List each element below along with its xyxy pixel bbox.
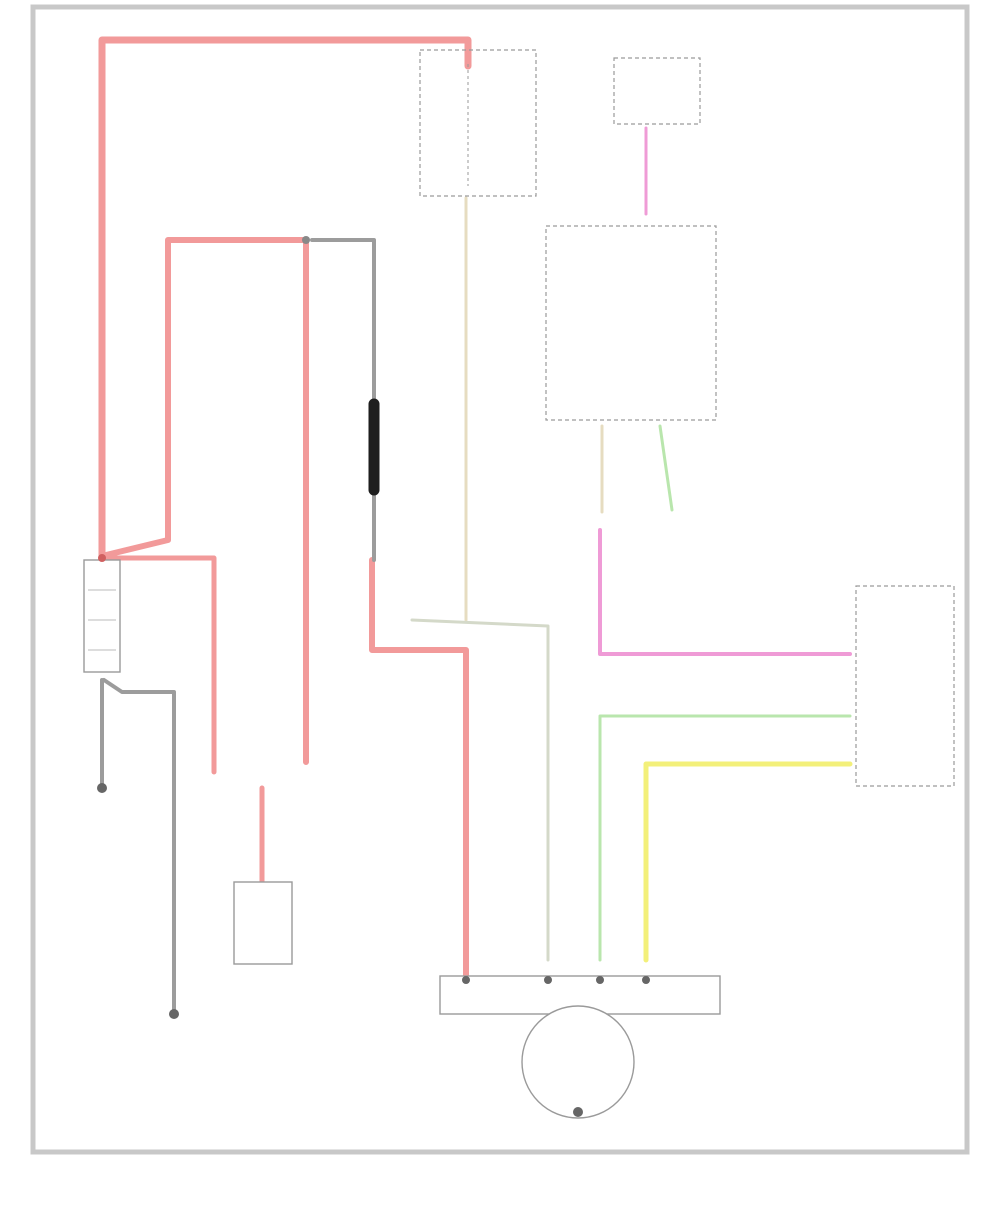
wire-group — [98, 36, 853, 1016]
terminal-point — [462, 976, 470, 984]
instrument-cluster-box — [545, 225, 717, 421]
fuse-block-box — [419, 49, 537, 197]
ground-left-point — [97, 783, 107, 793]
splice-point — [98, 554, 106, 562]
wire-yellow-lamp — [643, 761, 853, 963]
wire-red-relay-feed — [99, 237, 309, 765]
wire-red-battery-to-relay — [101, 555, 217, 775]
wire-red-generator-output — [369, 557, 469, 981]
terminal-point — [642, 976, 650, 984]
terminal-point — [596, 976, 604, 984]
splice-point — [302, 236, 310, 244]
wire-grey-fusible-feed — [310, 238, 376, 562]
generator-ground-point — [573, 1107, 583, 1117]
wire-grey-ground-bottom — [102, 678, 176, 1016]
terminal-point — [544, 976, 552, 984]
battery-block — [83, 559, 121, 673]
component-group — [83, 49, 955, 1119]
pcm-connector-box — [855, 585, 955, 787]
ground-bottom-point — [169, 1009, 179, 1019]
diagram-frame — [30, 4, 970, 1155]
wire-pink-pcm — [598, 528, 852, 656]
capacitor-box — [233, 881, 293, 965]
cluster-connector-box — [613, 57, 701, 125]
generator-symbol — [521, 1005, 635, 1119]
wire-red-battery-feed — [98, 36, 472, 562]
wire-green-field — [598, 714, 852, 962]
wire-green-cluster — [658, 424, 674, 512]
wire-tan-grey-splice — [410, 618, 550, 962]
